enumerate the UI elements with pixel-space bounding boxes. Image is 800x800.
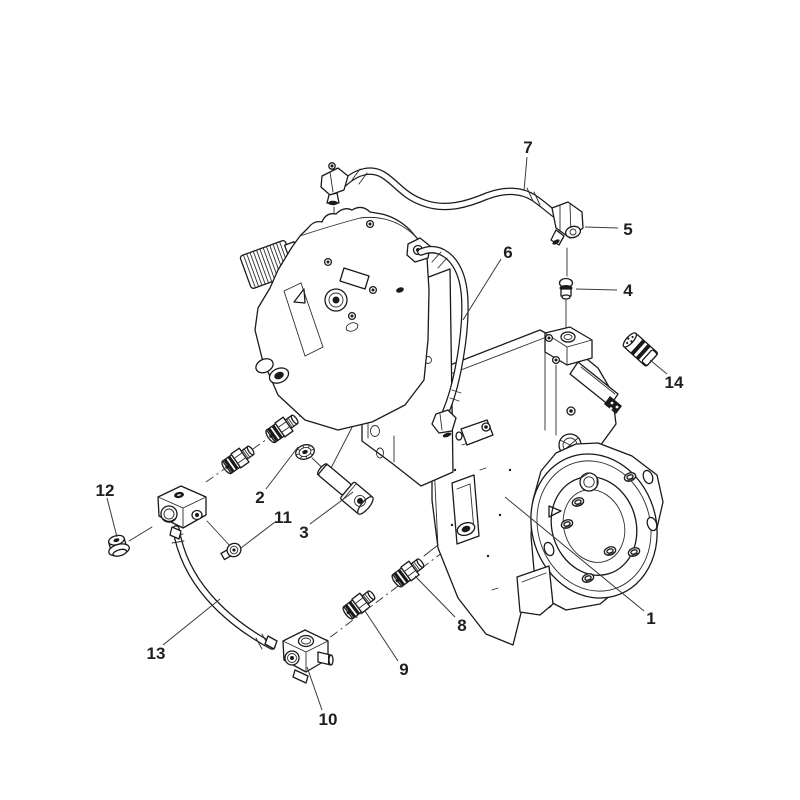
part-2-washer xyxy=(295,444,315,460)
callout-9: 9 xyxy=(399,660,408,679)
part-11-screw xyxy=(220,542,242,561)
leader-5 xyxy=(584,226,619,229)
leader-8 xyxy=(414,575,456,618)
callout-3: 3 xyxy=(299,523,308,542)
leader-12 xyxy=(106,497,118,538)
port-boss xyxy=(456,521,476,537)
leader-11 xyxy=(240,521,276,549)
callout-2: 2 xyxy=(255,488,264,507)
callout-8: 8 xyxy=(457,616,466,635)
rear-side-fitting xyxy=(255,358,290,384)
hose-13 xyxy=(170,525,276,650)
leader-10 xyxy=(306,666,323,711)
callout-6: 6 xyxy=(503,243,512,262)
leader-2 xyxy=(265,446,299,490)
leader-7 xyxy=(523,156,528,192)
part-3-screw xyxy=(316,463,374,515)
callout-12: 12 xyxy=(96,481,115,500)
hose-6-end-elbow xyxy=(431,409,457,438)
part-10-block xyxy=(264,629,334,684)
front-pump-surface-marks xyxy=(450,442,512,591)
fitting-upper-a xyxy=(218,441,258,477)
callout-4: 4 xyxy=(623,281,633,300)
hose-7-start-elbow xyxy=(320,162,349,206)
part-8-fitting xyxy=(389,554,428,590)
part-14-plug xyxy=(622,332,658,367)
callout-13: 13 xyxy=(147,644,166,663)
callout-5: 5 xyxy=(623,220,632,239)
leader-14 xyxy=(649,359,668,375)
callout-1: 1 xyxy=(646,609,655,628)
callout-7: 7 xyxy=(523,138,532,157)
part-9-fitting xyxy=(340,586,379,622)
leader-4 xyxy=(575,288,618,291)
leader-9 xyxy=(364,610,399,662)
callout-14: 14 xyxy=(665,373,684,392)
leader-6 xyxy=(462,258,502,321)
part-4-plug xyxy=(558,277,574,300)
part-5-elbow xyxy=(550,201,584,246)
fitting-upper-b xyxy=(262,410,302,446)
leader-3 xyxy=(309,491,354,525)
callout-10: 10 xyxy=(319,710,338,729)
leader-1 xyxy=(504,496,645,612)
flange-hex-nut xyxy=(579,472,599,492)
solenoid-connector xyxy=(604,396,622,414)
callout-labels: 1 2 3 4 5 6 7 8 9 10 11 12 13 14 xyxy=(96,138,684,729)
front-pump-flange xyxy=(516,442,664,616)
valve-block xyxy=(544,326,622,436)
alignment-arrow-mark xyxy=(293,288,306,304)
hose-13-top-block xyxy=(157,485,207,540)
flange-foot xyxy=(516,565,554,616)
tee-port-fitting xyxy=(455,419,494,446)
name-plate xyxy=(339,267,370,290)
part-12-nut xyxy=(107,534,130,557)
hose-7 xyxy=(320,162,584,246)
alignment-arrow-mark xyxy=(548,505,562,518)
callout-11: 11 xyxy=(274,508,292,527)
leader-13 xyxy=(162,598,221,646)
regulator-boss xyxy=(324,288,348,312)
rear-pump-body xyxy=(239,206,431,431)
leader-lines xyxy=(106,156,668,711)
